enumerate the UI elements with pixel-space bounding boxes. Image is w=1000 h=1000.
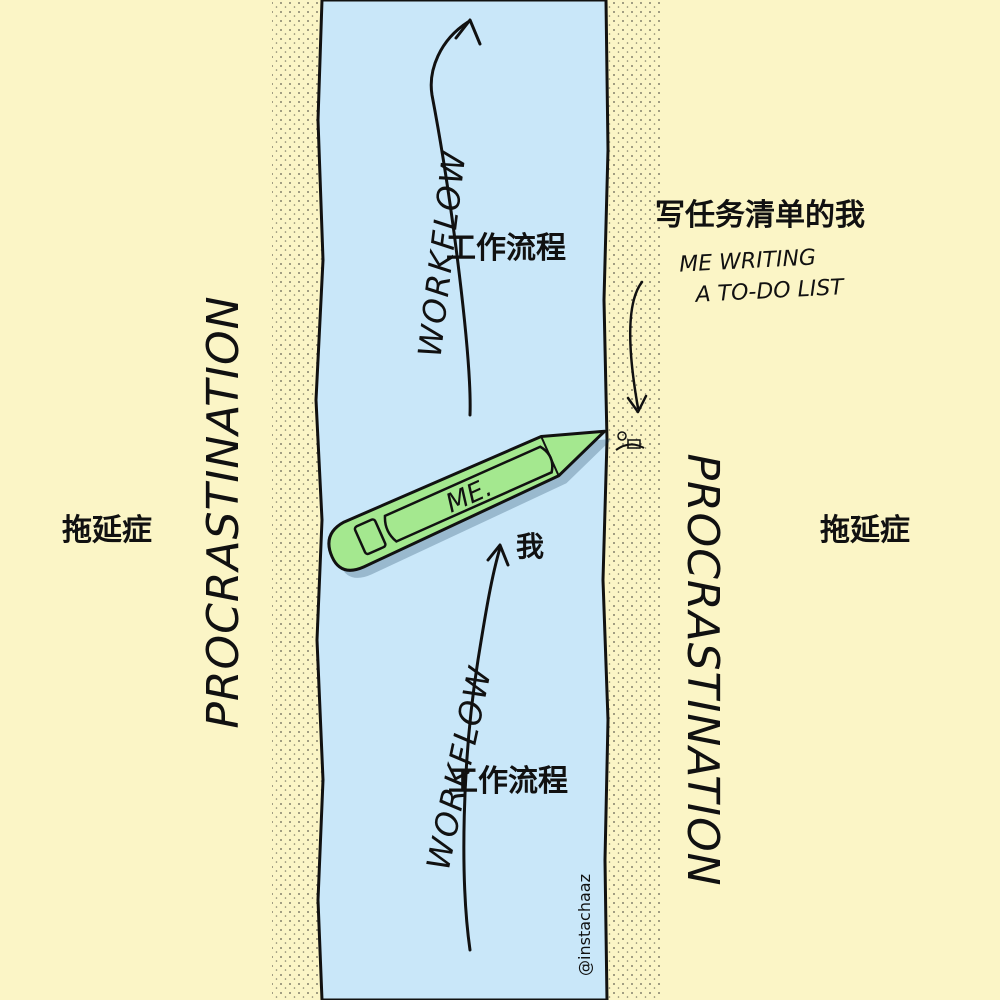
boat: ME. — [327, 429, 613, 578]
workflow-top-arrow — [429, 20, 472, 417]
workflow-top-cn: 工作流程 — [446, 231, 566, 266]
boat-cabin — [353, 518, 387, 556]
tiny-writer-figure — [615, 431, 645, 451]
todo-arrowhead — [626, 394, 648, 414]
todo-cn: 写任务清单的我 — [655, 198, 865, 233]
boat-deck — [383, 445, 554, 543]
boat-bow-line — [540, 436, 560, 477]
procrastination-left-cn: 拖延症 — [62, 513, 152, 548]
left-bank-stipple — [272, 0, 323, 1000]
right-bank-stipple — [606, 0, 660, 1000]
procrastination-right-text: PROCRASTINATION — [677, 453, 728, 886]
boat-hull — [327, 429, 607, 572]
todo-arrow — [628, 280, 644, 410]
workflow-bottom-arrow — [462, 546, 502, 952]
workflow-bottom-cn: 工作流程 — [448, 764, 568, 799]
procrastination-right-cn: 拖延症 — [820, 513, 910, 548]
workflow-top-arrowhead — [454, 18, 482, 46]
boat-label-cn: 我 — [516, 530, 545, 563]
procrastination-left-text: PROCRASTINATION — [198, 295, 249, 728]
artist-credit: @instachaaz — [575, 874, 594, 976]
workflow-bottom-arrowhead — [486, 543, 510, 567]
